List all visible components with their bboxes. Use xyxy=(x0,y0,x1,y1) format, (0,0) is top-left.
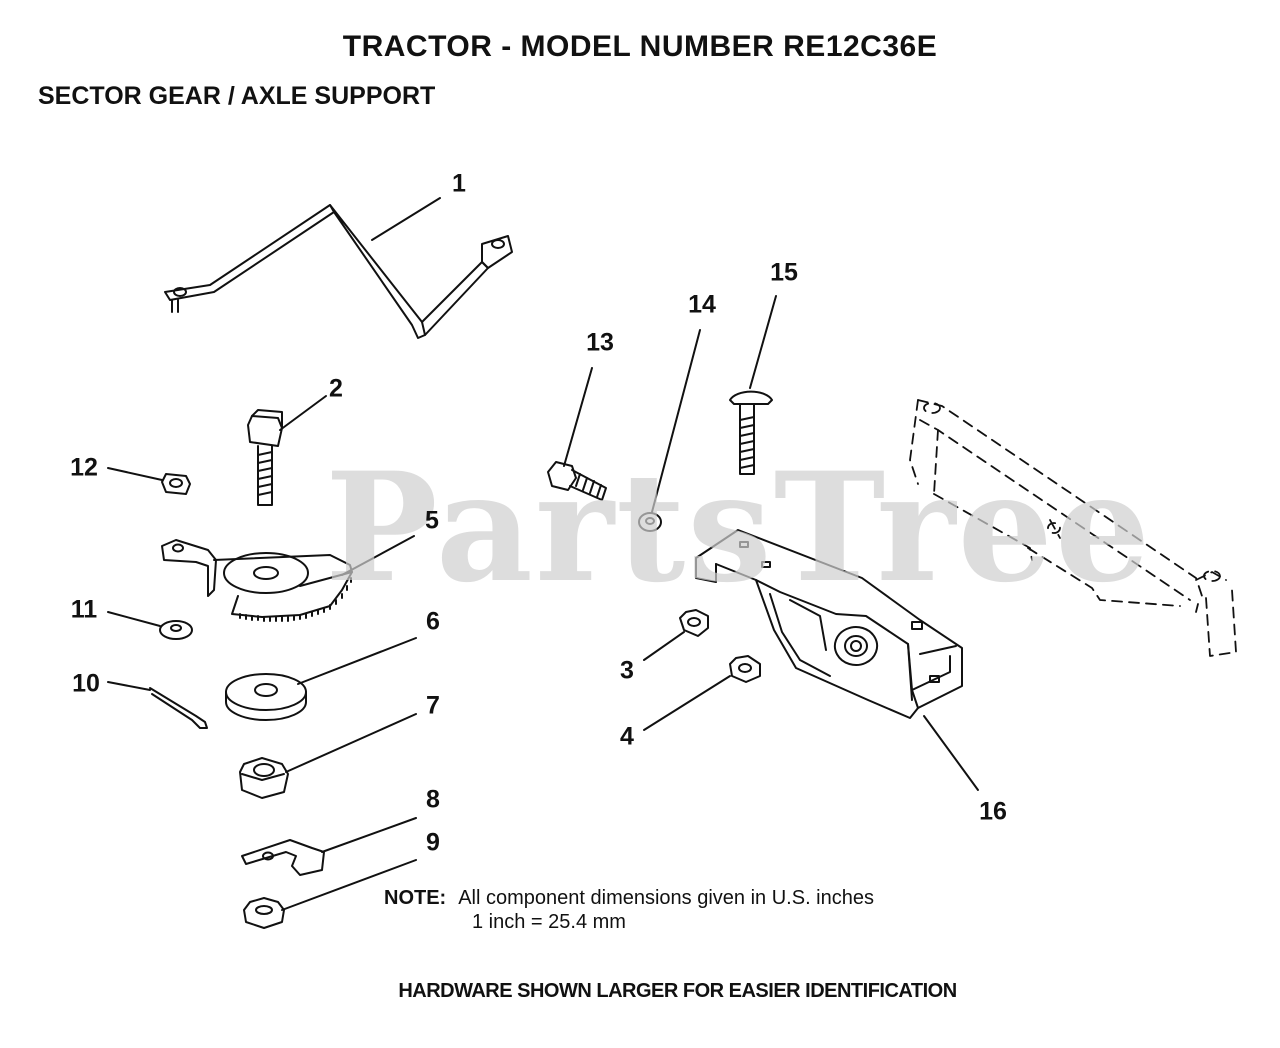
callout-10[interactable]: 10 xyxy=(72,669,100,698)
callout-7[interactable]: 7 xyxy=(426,691,440,720)
part-11-washer[interactable] xyxy=(159,620,193,640)
callout-12[interactable]: 12 xyxy=(70,453,98,482)
leader-4 xyxy=(643,675,731,731)
leader-2 xyxy=(279,395,327,431)
part-8-clip[interactable] xyxy=(241,839,325,876)
part-2-bolt[interactable] xyxy=(247,409,283,506)
callout-16[interactable]: 16 xyxy=(979,797,1007,826)
callout-4[interactable]: 4 xyxy=(620,722,634,751)
callout-9[interactable]: 9 xyxy=(426,828,440,857)
axle-phantom-reference xyxy=(909,399,1237,657)
leader-5 xyxy=(341,535,415,576)
watermark: PartsTree xyxy=(325,440,1153,616)
leader-11 xyxy=(107,611,161,627)
page-subtitle: SECTOR GEAR / AXLE SUPPORT xyxy=(38,82,436,110)
leader-13 xyxy=(563,367,593,467)
callout-6[interactable]: 6 xyxy=(426,607,440,636)
part-5-sector-gear[interactable] xyxy=(161,539,353,622)
callout-1[interactable]: 1 xyxy=(452,169,466,198)
part-10-cotter-pin[interactable] xyxy=(149,687,208,729)
part-16-axle-support[interactable] xyxy=(695,529,963,719)
part-14-washer[interactable] xyxy=(638,512,662,532)
part-13-bolt[interactable] xyxy=(547,461,607,501)
leader-9 xyxy=(281,859,417,911)
dimension-note: NOTE: All component dimensions given in U… xyxy=(384,886,874,934)
part-1-drag-link[interactable] xyxy=(164,204,513,339)
leader-14 xyxy=(651,329,701,513)
callout-8[interactable]: 8 xyxy=(426,785,440,814)
page-title: TRACTOR - MODEL NUMBER RE12C36E xyxy=(342,30,938,63)
leader-3 xyxy=(643,631,685,661)
hardware-footnote: HARDWARE SHOWN LARGER FOR EASIER IDENTIF… xyxy=(398,980,957,1002)
leader-10 xyxy=(107,681,151,691)
leader-7 xyxy=(285,713,417,773)
part-7-nut[interactable] xyxy=(239,757,289,799)
leader-15 xyxy=(749,295,777,389)
part-12-nut[interactable] xyxy=(161,473,191,495)
callout-13[interactable]: 13 xyxy=(586,328,614,357)
callout-5[interactable]: 5 xyxy=(425,506,439,535)
leader-8 xyxy=(321,817,417,853)
note-line-2: 1 inch = 25.4 mm xyxy=(472,911,626,933)
callout-15[interactable]: 15 xyxy=(770,258,798,287)
leader-16 xyxy=(923,715,979,791)
callout-14[interactable]: 14 xyxy=(688,290,716,319)
leader-1 xyxy=(371,197,441,241)
part-15-carriage-bolt[interactable] xyxy=(729,390,773,475)
leader-6 xyxy=(297,637,417,685)
callout-11[interactable]: 11 xyxy=(70,595,98,624)
callout-2[interactable]: 2 xyxy=(329,374,343,403)
leader-12 xyxy=(107,467,163,481)
note-line-1: All component dimensions given in U.S. i… xyxy=(458,887,874,909)
part-6-bushing[interactable] xyxy=(225,673,307,721)
callout-3[interactable]: 3 xyxy=(620,656,634,685)
part-9-locknut[interactable] xyxy=(243,897,285,929)
part-4-nut[interactable] xyxy=(729,655,761,683)
note-label: NOTE: xyxy=(384,887,447,909)
part-3-nut[interactable] xyxy=(679,609,709,637)
